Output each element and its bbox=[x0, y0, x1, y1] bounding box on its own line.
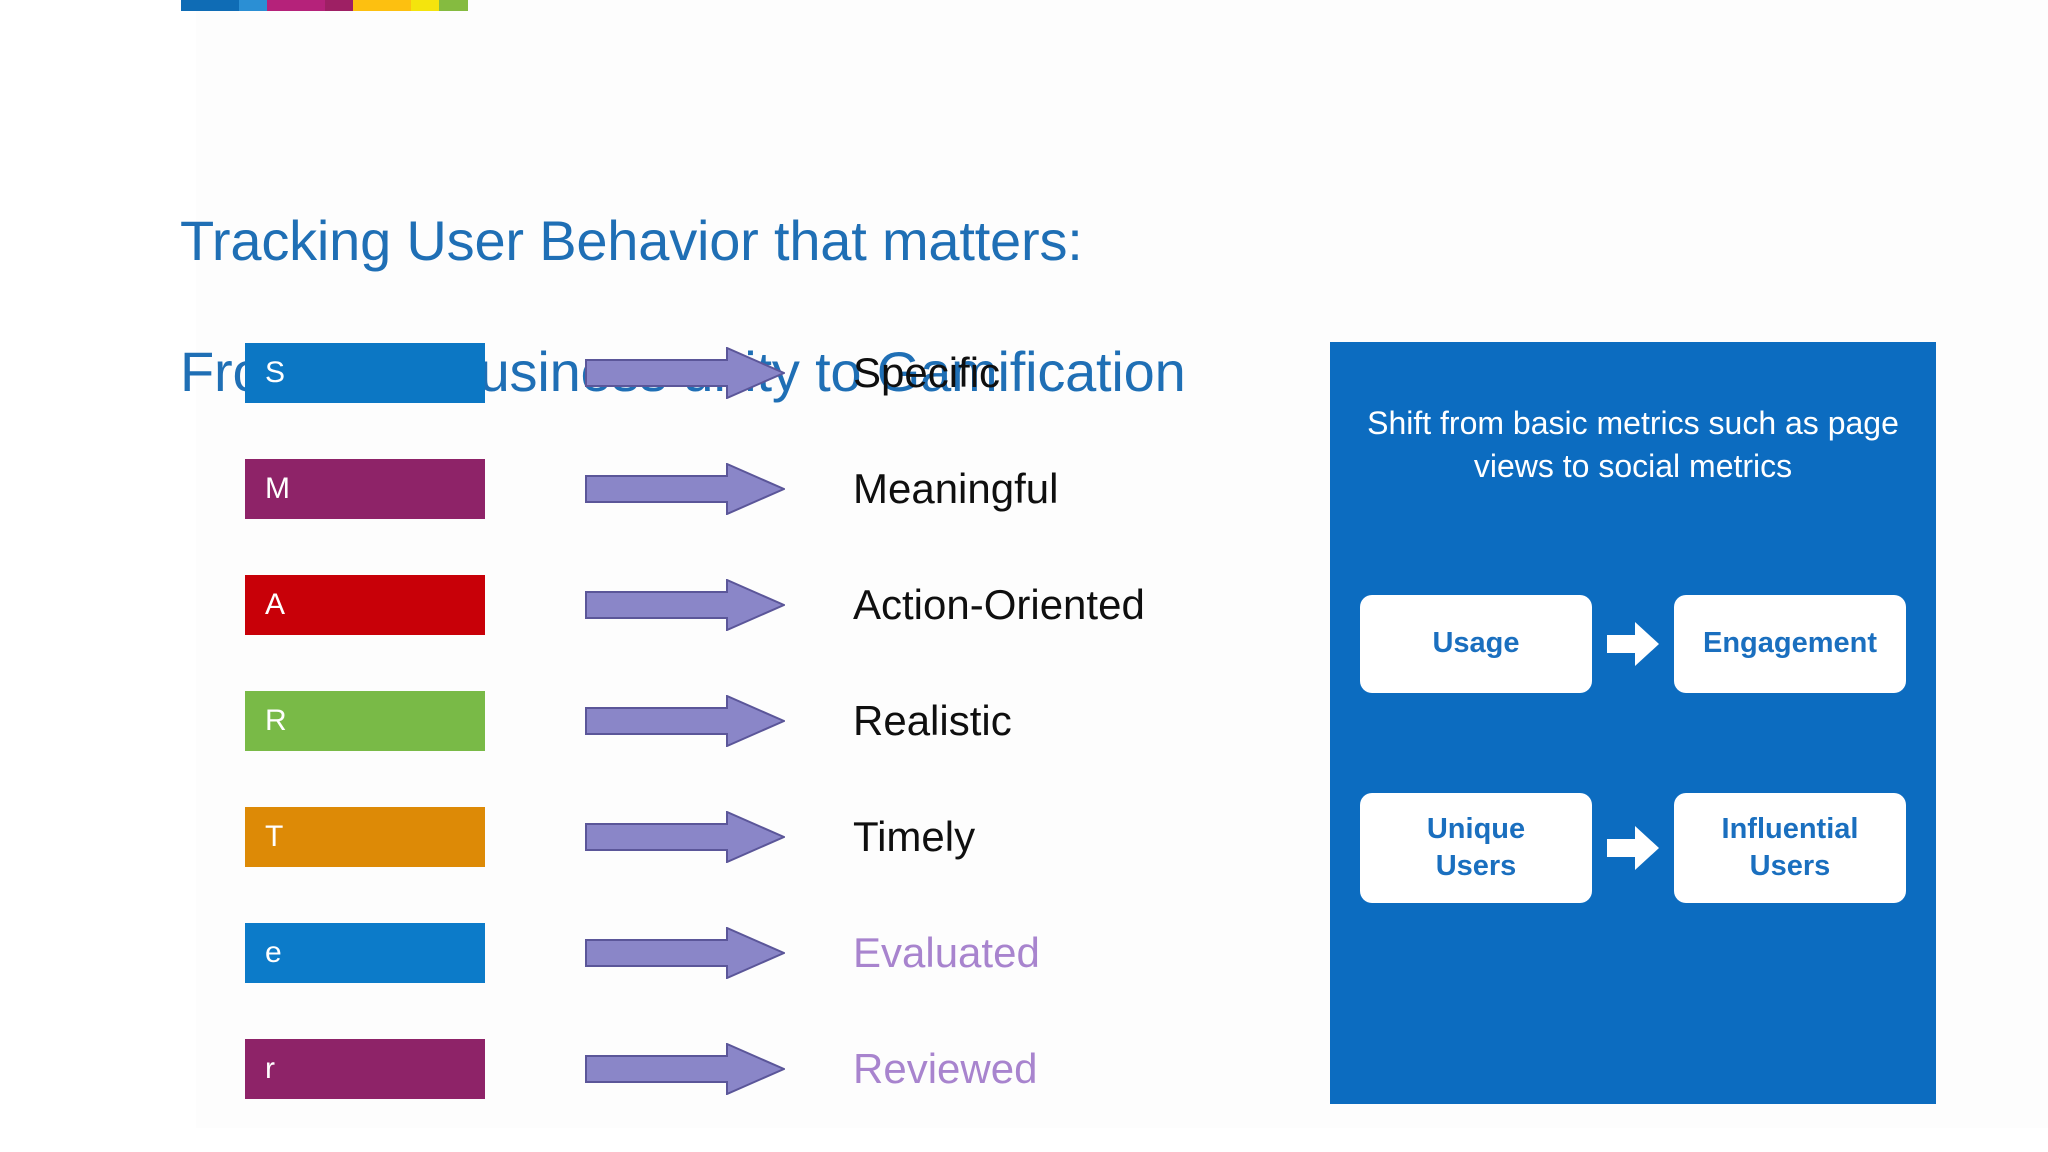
letter-tile: M bbox=[245, 459, 485, 519]
flow-card-from: Unique Users bbox=[1360, 793, 1592, 903]
smart-criterion-label: Meaningful bbox=[853, 465, 1059, 512]
letter-tile: R bbox=[245, 691, 485, 751]
smart-criterion-label: Reviewed bbox=[853, 1045, 1038, 1092]
segment-crimson bbox=[325, 0, 353, 11]
smart-criterion-label: Timely bbox=[853, 813, 976, 860]
flow-row-unique-influential: Unique Users Influential Users bbox=[1360, 793, 1906, 903]
smart-criterion-label: Realistic bbox=[853, 697, 1012, 744]
smart-row: T Timely bbox=[245, 807, 1145, 867]
segment-amber bbox=[353, 0, 411, 11]
right-block-arrow-icon bbox=[585, 347, 785, 399]
right-block-arrow-icon bbox=[585, 695, 785, 747]
smart-row: e Evaluated bbox=[245, 923, 1145, 983]
segment-yellow bbox=[411, 0, 439, 11]
smart-criterion-label: Evaluated bbox=[853, 929, 1040, 976]
brand-color-bar bbox=[181, 0, 468, 11]
letter-tile: S bbox=[245, 343, 485, 403]
social-metrics-panel: Shift from basic metrics such as page vi… bbox=[1330, 342, 1936, 1104]
smart-row: M Meaningful bbox=[245, 459, 1145, 519]
right-block-arrow-icon bbox=[585, 579, 785, 631]
smart-row: R Realistic bbox=[245, 691, 1145, 751]
smart-row: r Reviewed bbox=[245, 1039, 1145, 1099]
letter-tile-label: A bbox=[265, 588, 286, 621]
segment-green bbox=[439, 0, 468, 11]
letter-tile-label: M bbox=[265, 472, 290, 505]
flow-card-to: Influential Users bbox=[1674, 793, 1906, 903]
smart-row: A Action-Oriented bbox=[245, 575, 1145, 635]
white-right-arrow-icon bbox=[1602, 820, 1664, 876]
panel-caption: Shift from basic metrics such as page vi… bbox=[1367, 405, 1899, 485]
flow-card-from: Usage bbox=[1360, 595, 1592, 693]
smart-criterion-label: Specific bbox=[853, 349, 1001, 396]
right-block-arrow-icon bbox=[585, 927, 785, 979]
letter-tile-label: R bbox=[265, 704, 287, 737]
letter-tile: A bbox=[245, 575, 485, 635]
smart-criterion-label: Action-Oriented bbox=[853, 581, 1145, 628]
title-line-1: Tracking User Behavior that matters: bbox=[180, 208, 1083, 272]
segment-dark-blue bbox=[181, 0, 239, 11]
right-block-arrow-icon bbox=[585, 463, 785, 515]
letter-tile-label: r bbox=[265, 1052, 275, 1085]
letter-tile-label: S bbox=[265, 356, 286, 389]
right-block-arrow-icon bbox=[585, 811, 785, 863]
segment-light-blue bbox=[239, 0, 267, 11]
letter-tile-label: e bbox=[265, 936, 282, 969]
smart-row: S Specific bbox=[245, 343, 1145, 403]
segment-magenta bbox=[267, 0, 325, 11]
letter-tile: T bbox=[245, 807, 485, 867]
letter-tile: e bbox=[245, 923, 485, 983]
white-right-arrow-icon bbox=[1602, 616, 1664, 672]
letter-tile: r bbox=[245, 1039, 485, 1099]
right-block-arrow-icon bbox=[585, 1043, 785, 1095]
flow-row-usage-engagement: Usage Engagement bbox=[1360, 595, 1906, 693]
letter-tile-label: T bbox=[265, 820, 284, 853]
flow-card-to: Engagement bbox=[1674, 595, 1906, 693]
